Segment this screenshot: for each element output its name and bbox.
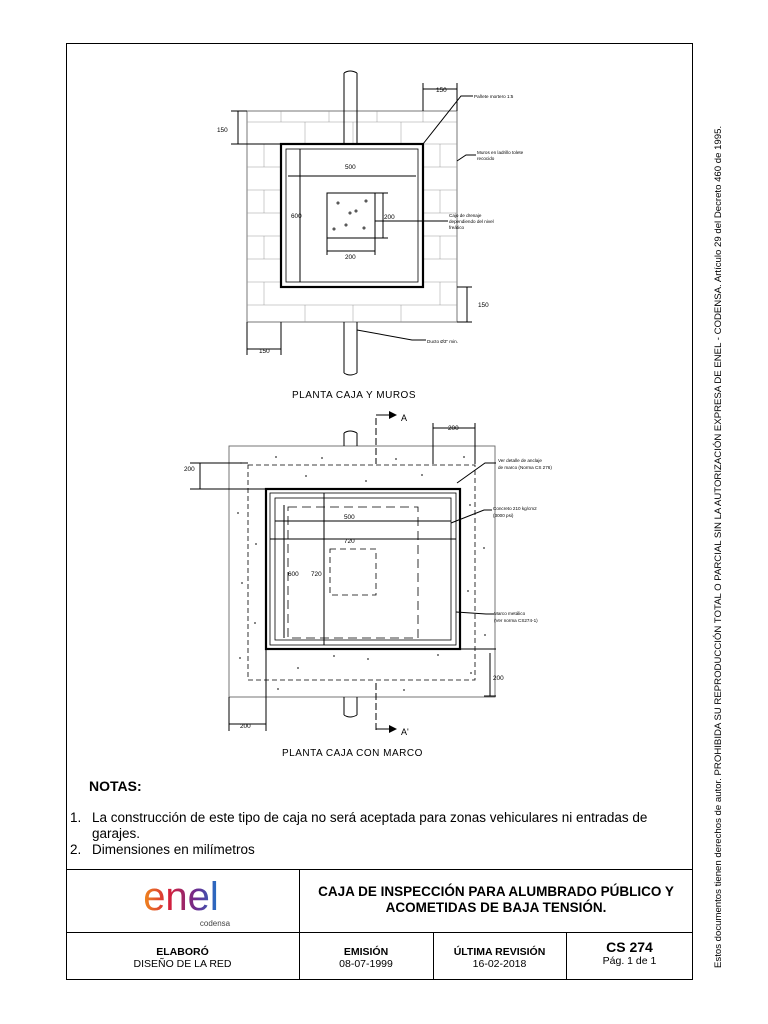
callout-ducto: Ducto Ø3" min. [427, 339, 458, 344]
callout-ver-1: Ver detalle de anclaje [498, 458, 542, 463]
technical-drawing: 150 150 500 600 200 200 150 150 Pañete m… [184, 70, 552, 759]
callout-concreto-1: Concreto 210 kg/cm2 [493, 506, 537, 511]
fv-dim-500: 500 [344, 514, 355, 521]
page-number: Pág. 1 de 1 [602, 955, 657, 967]
section-label-a: A [401, 413, 407, 423]
fv-dim-200-right: 200 [493, 675, 504, 682]
emision-label: EMISIÓN [343, 946, 389, 958]
callout-cajo-2: dependiendo del nivel [449, 219, 494, 224]
note-text: La construcción de este tipo de caja no … [92, 810, 648, 841]
dim-150-bottom: 150 [259, 348, 270, 355]
title-block: enel codensa CAJA DE INSPECCIÓN PARA ALU… [66, 869, 693, 980]
fv-dim-720-v: 720 [311, 571, 322, 578]
dim-150-top: 150 [436, 87, 447, 94]
fv-dim-600: 600 [288, 571, 299, 578]
title-block-column-line [566, 932, 567, 980]
document-title: CAJA DE INSPECCIÓN PARA ALUMBRADO PÚBLIC… [318, 884, 674, 915]
note-item: 2. Dimensiones en milímetros [70, 842, 680, 858]
top-view-callouts: Pañete mortero 1:5 Muros en ladrillo tol… [427, 94, 524, 344]
note-item: 1. La construcción de este tipo de caja n… [70, 810, 680, 842]
title-block-divider [66, 932, 693, 933]
concrete-hatch [237, 456, 486, 691]
elaboro-value: DISEÑO DE LA RED [133, 958, 232, 970]
elaboro-label: ELABORÓ [156, 946, 209, 958]
notes-title: NOTAS: [89, 778, 142, 794]
revision-label: ÚLTIMA REVISIÓN [453, 946, 546, 958]
callout-cajo-1: Cajo de drenaje [449, 213, 482, 218]
dim-150-left: 150 [217, 127, 228, 134]
code-cell: CS 274 Pág. 1 de 1 [566, 939, 693, 967]
callout-muros-2: recocido [477, 156, 495, 161]
dim-200-right: 200 [384, 214, 395, 221]
logo-text: enel [143, 875, 219, 919]
emision-value: 08-07-1999 [339, 958, 393, 970]
callout-marco-1: Marco metálico [494, 611, 526, 616]
dim-500: 500 [345, 164, 356, 171]
document-code: CS 274 [606, 939, 653, 955]
note-text: Dimensiones en milímetros [92, 842, 255, 857]
revision-cell: ÚLTIMA REVISIÓN 16-02-2018 [433, 946, 566, 970]
revision-value: 16-02-2018 [472, 958, 527, 970]
callout-cajo-3: freático [449, 225, 465, 230]
top-view-caption: PLANTA CAJA Y MUROS [292, 390, 416, 401]
section-label-a-prime: A' [401, 727, 409, 737]
top-view-labels: 150 150 500 600 200 200 150 150 [217, 87, 489, 355]
sheet-border [66, 43, 693, 980]
section-arrow-top [389, 411, 397, 419]
copyright-note: Estos documentos tienen derechos de auto… [713, 125, 724, 968]
notes-list: 1. La construcción de este tipo de caja n… [70, 810, 680, 858]
fv-dim-200-left: 200 [184, 466, 195, 473]
enel-logo-mark: enel codensa [143, 875, 230, 928]
callout-muros-1: Muros en ladrillo tolete [477, 150, 524, 155]
top-view [231, 70, 476, 376]
note-number: 2. [70, 842, 82, 857]
frame-view [190, 414, 496, 731]
fv-dim-200-top: 200 [448, 425, 459, 432]
emision-cell: EMISIÓN 08-07-1999 [299, 946, 433, 970]
fv-dim-200-bottom: 200 [240, 723, 251, 730]
dim-600: 600 [291, 213, 302, 220]
logo-subtext: codensa [199, 919, 230, 928]
frame-view-caption: PLANTA CAJA CON MARCO [282, 748, 423, 759]
title-block-column-line [299, 870, 300, 980]
frame-view-labels: A A' 200 200 500 720 600 720 200 200 [184, 413, 504, 737]
elaboro-cell: ELABORÓ DISEÑO DE LA RED [66, 946, 299, 970]
dim-150-right: 150 [478, 302, 489, 309]
section-arrow-bottom [389, 725, 397, 733]
frame-view-callouts: Ver detalle de anclaje de marco (Norma C… [493, 458, 552, 623]
fv-dim-720-h: 720 [344, 538, 355, 545]
callout-ver-2: de marco (Norma CS 276) [498, 465, 552, 470]
enel-logo: enel codensa [66, 872, 299, 932]
title-block-column-line [433, 932, 434, 980]
callout-panete: Pañete mortero 1:5 [474, 94, 514, 99]
dim-200-bottom: 200 [345, 254, 356, 261]
callout-concreto-2: (3000 psi) [493, 513, 514, 518]
note-number: 1. [70, 810, 82, 825]
callout-marco-2: (Ver norma CS274-1) [494, 618, 538, 623]
